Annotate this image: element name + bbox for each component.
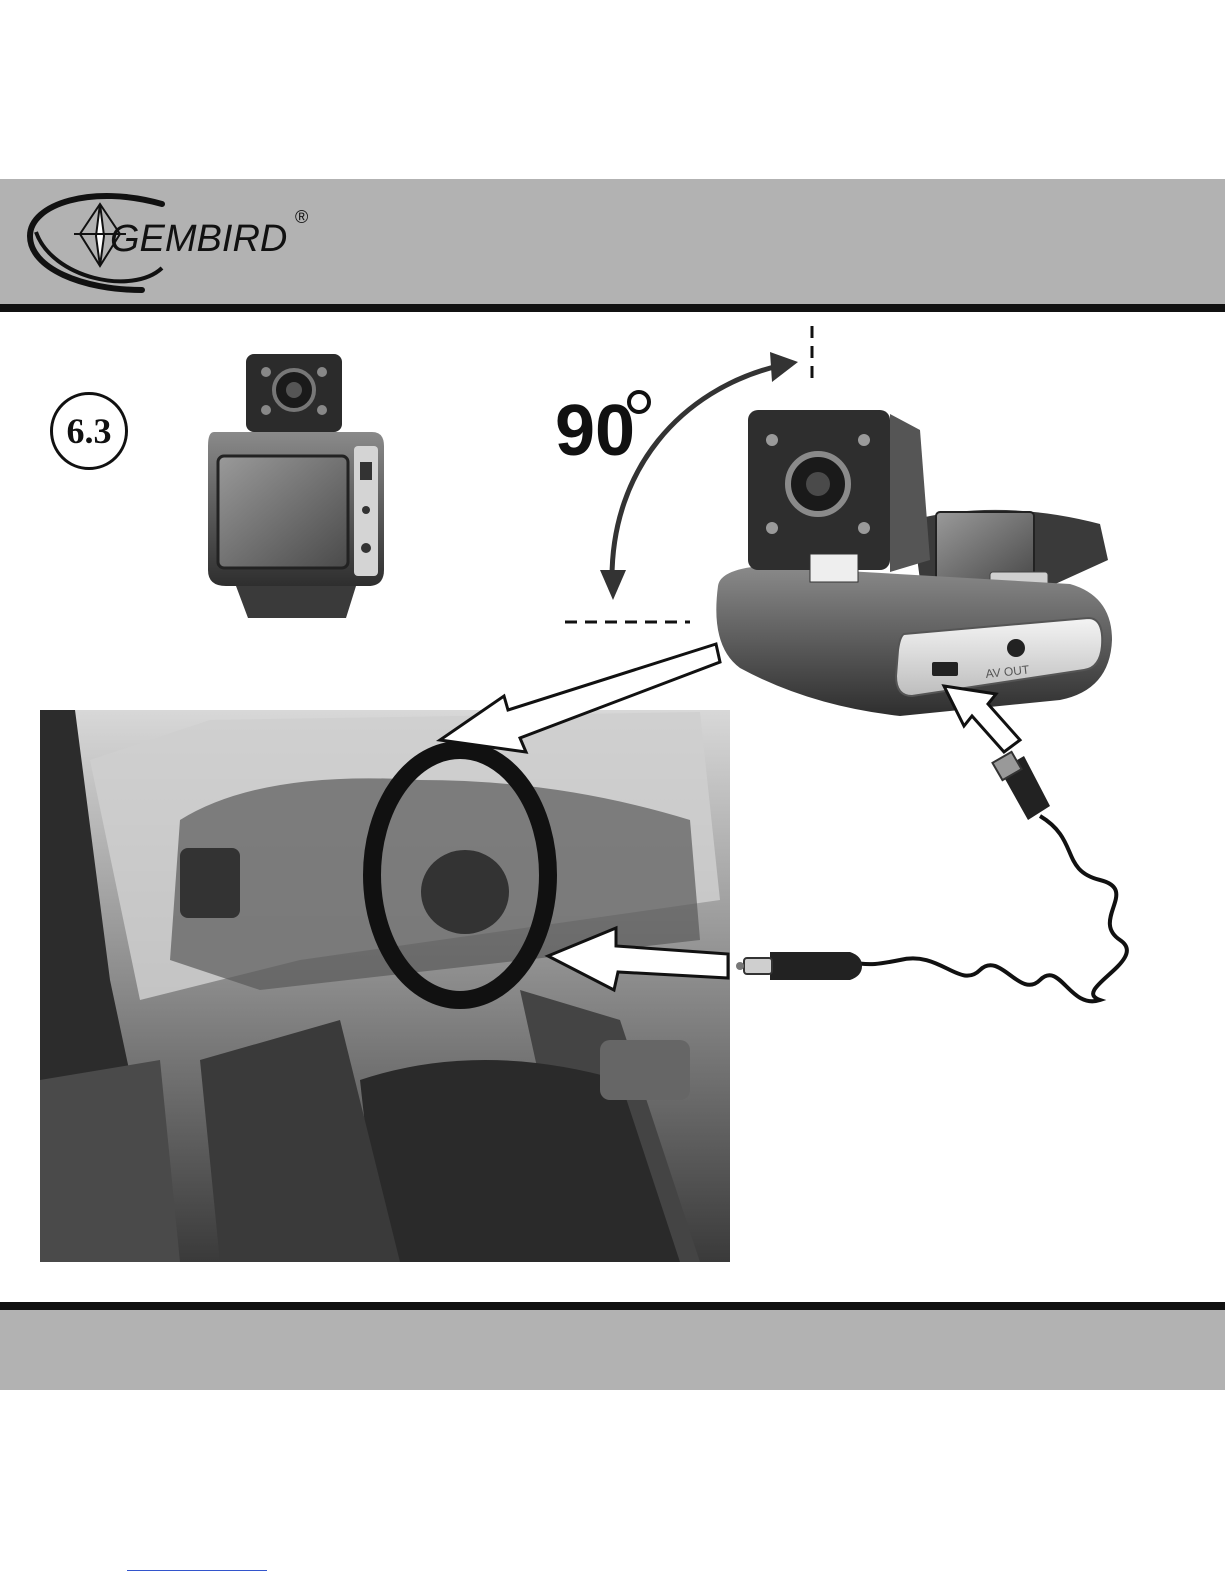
car-interior-illustration: [40, 710, 730, 1262]
camera-mounted-view: AV OUT: [716, 410, 1112, 716]
footer-rule: [0, 1302, 1225, 1310]
camera-front-view: [208, 354, 384, 618]
footer-band: [0, 1310, 1225, 1390]
footer-link-underline[interactable]: [127, 1570, 267, 1571]
power-cable: [736, 752, 1127, 1001]
